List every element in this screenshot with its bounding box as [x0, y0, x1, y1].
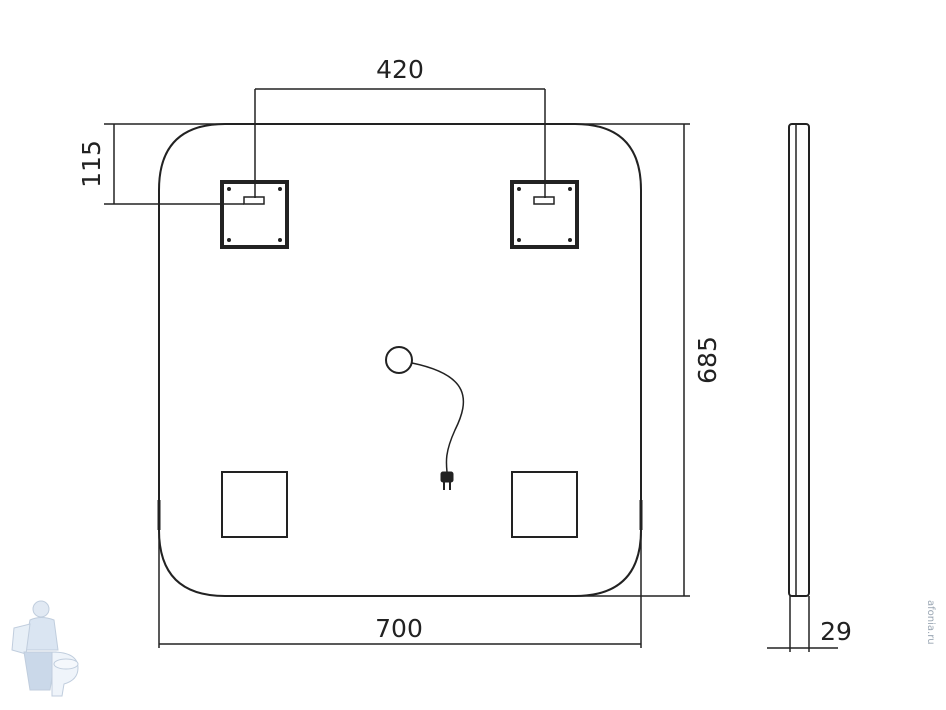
dimension-top-width: [254, 88, 546, 198]
plumber-mascot-logo: [11, 600, 79, 697]
power-cable: [411, 362, 465, 473]
mirror-side-view: [767, 123, 838, 652]
dimension-overall-height: [575, 123, 690, 597]
switch-sensor: [385, 346, 413, 374]
dimension-overall-width: [158, 500, 642, 648]
dimension-top-width-label: 420: [376, 55, 424, 84]
pad-bottom-left: [221, 471, 288, 538]
dimension-depth-label: 29: [820, 617, 852, 646]
side-watermark-text: afonia.ru: [925, 600, 936, 645]
dimension-overall-height-label: 685: [693, 336, 722, 384]
dimension-overall-width-label: 700: [375, 614, 423, 643]
mirror-outline: [158, 123, 642, 597]
plug-icon: [440, 471, 454, 490]
dimension-top-offset-label: 115: [77, 140, 106, 188]
dimension-top-offset: [104, 123, 244, 205]
pad-bottom-right: [511, 471, 578, 538]
mirror-front-view: [157, 123, 643, 597]
